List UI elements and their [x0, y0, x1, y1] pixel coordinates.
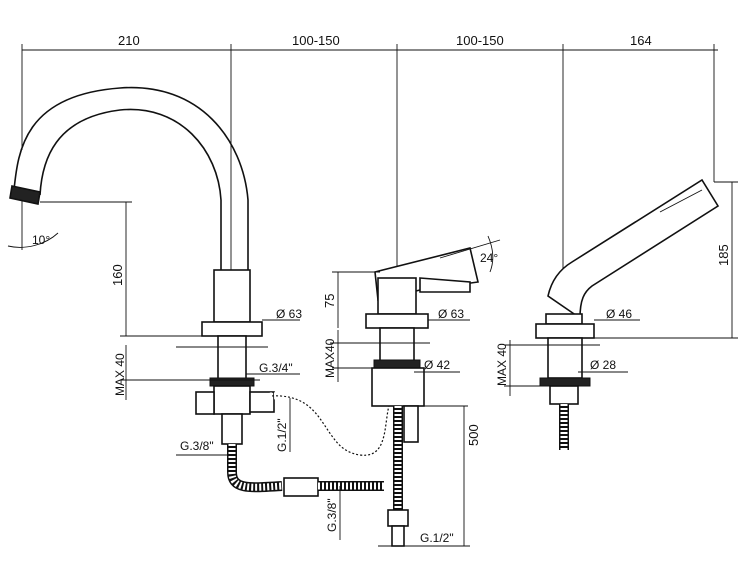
dim-top-3: 100-150 [456, 33, 504, 48]
spout-angle: 10° [32, 233, 50, 247]
thread-bottom: G.1/2" [420, 531, 454, 545]
dim-top-4: 164 [630, 33, 652, 48]
dim-top-2: 100-150 [292, 33, 340, 48]
dim-shower-height: 185 [716, 244, 731, 266]
dim-top-1: 210 [118, 33, 140, 48]
thread-spout: G.3/4" [259, 361, 293, 375]
dim-hose-length: 500 [466, 424, 481, 446]
spout-assembly: 10° 160 MAX 40 Ø 63 G.3/4" [7, 86, 302, 400]
dim-max-spout: MAX 40 [113, 353, 127, 396]
dim-max-shower: MAX 40 [495, 343, 509, 386]
thread-tee: G.3/8" [180, 439, 214, 453]
diam-shower-shank: Ø 28 [590, 358, 616, 372]
tee-and-hoses: G.1/2" G.3/8" G.3/8" [176, 385, 398, 540]
diam-spout: Ø 63 [276, 307, 302, 321]
lever-angle: 24° [480, 251, 498, 265]
diam-mixer-shank: Ø 42 [424, 358, 450, 372]
hand-shower-assembly: 185 MAX 40 Ø 46 Ø 28 [495, 178, 738, 450]
dim-spout-height: 160 [110, 264, 125, 286]
thread-hose: G.1/2" [275, 418, 289, 452]
dim-lever-height: 75 [322, 294, 337, 308]
mixer-assembly: 24° 75 MAX40 Ø 63 Ø 42 500 G.1/ [322, 235, 501, 547]
top-dimension-chain: 210 100-150 100-150 164 [21, 33, 718, 292]
diam-mixer: Ø 63 [438, 307, 464, 321]
diam-shower: Ø 46 [606, 307, 632, 321]
thread-supply: G.3/8" [325, 498, 339, 532]
dim-max-mixer: MAX40 [323, 338, 337, 378]
